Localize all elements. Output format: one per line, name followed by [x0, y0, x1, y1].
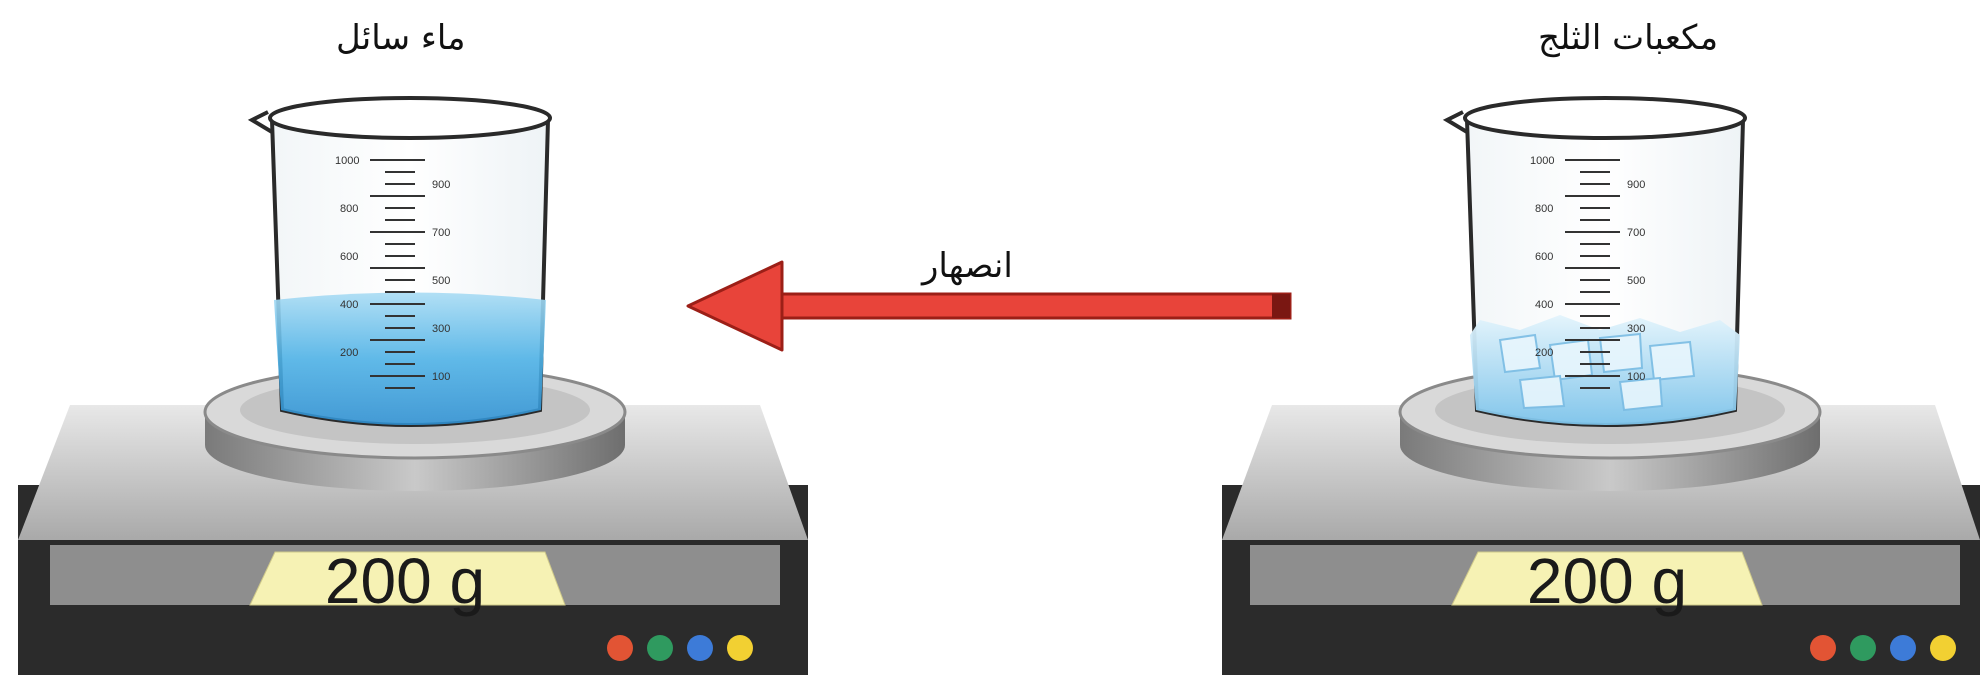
liquid-water	[274, 293, 546, 426]
tick-label: 400	[1535, 299, 1553, 311]
tick-label: 700	[432, 227, 450, 239]
tick-label: 700	[1627, 227, 1645, 239]
tick-label: 500	[1627, 275, 1645, 287]
liquid-water-scale: 200 g	[18, 98, 808, 675]
tick-label: 800	[1535, 203, 1553, 215]
tick-label: 900	[432, 179, 450, 191]
ice-cubes-scale: 200 g	[1222, 98, 1980, 675]
button-green	[1850, 635, 1876, 661]
tick-label: 1000	[335, 155, 359, 167]
button-red	[1810, 635, 1836, 661]
melting-label: انصهار	[922, 246, 1013, 286]
tick-label: 100	[1627, 371, 1645, 383]
button-yellow	[1930, 635, 1956, 661]
scale-reading: 200 g	[1527, 545, 1687, 617]
tick-label: 500	[432, 275, 450, 287]
tick-label: 600	[1535, 251, 1553, 263]
tick-label: 800	[340, 203, 358, 215]
button-red	[607, 635, 633, 661]
button-yellow	[727, 635, 753, 661]
tick-label: 900	[1627, 179, 1645, 191]
ice-cubes-label: مكعبات الثلج	[1538, 18, 1718, 58]
button-blue	[1890, 635, 1916, 661]
button-blue	[687, 635, 713, 661]
tick-label: 200	[340, 347, 358, 359]
scale-reading: 200 g	[325, 545, 485, 617]
tick-label: 600	[340, 251, 358, 263]
liquid-water-label: ماء سائل	[336, 18, 465, 58]
tick-label: 400	[340, 299, 358, 311]
tick-label: 300	[432, 323, 450, 335]
button-green	[647, 635, 673, 661]
tick-label: 1000	[1530, 155, 1554, 167]
tick-label: 100	[432, 371, 450, 383]
tick-label: 200	[1535, 347, 1553, 359]
beaker: 1000 800 600 400 200 900 700 500 300 100	[252, 98, 550, 425]
tick-label: 300	[1627, 323, 1645, 335]
beaker: 1000 800 600 400 200 900 700 500 300 100	[1447, 98, 1745, 425]
